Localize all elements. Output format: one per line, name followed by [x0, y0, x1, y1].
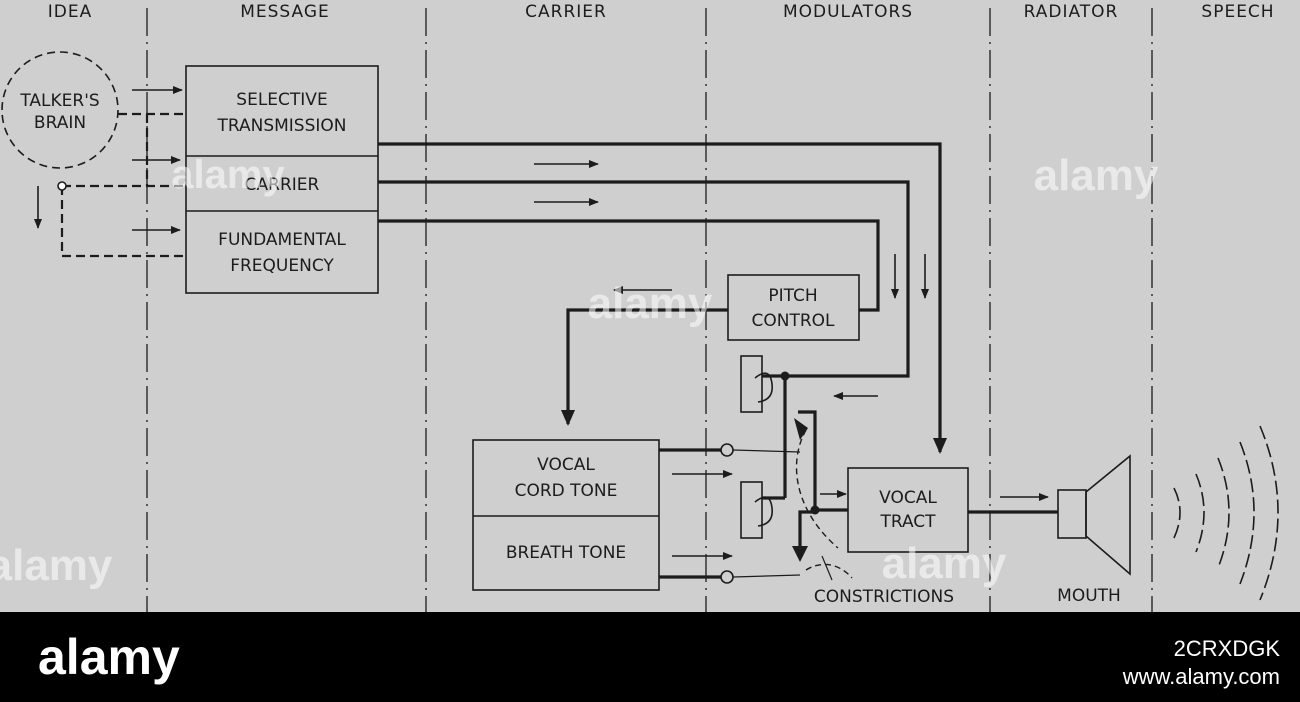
- flow-arrows: [534, 160, 1049, 560]
- tone-source-stack: [472, 439, 660, 591]
- breath-tone-label: BREATH TONE: [506, 543, 626, 563]
- header-speech: SPEECH: [1201, 2, 1274, 22]
- speech-wave-2: [1195, 473, 1205, 553]
- vocal-tract-line1: VOCAL: [879, 488, 937, 508]
- header-message: MESSAGE: [240, 2, 330, 22]
- tone-stack-frame: [472, 439, 660, 591]
- upper-relay-coil: [740, 355, 763, 413]
- watermark-site: www.alamy.com: [1122, 664, 1280, 689]
- watermark-bar: [0, 612, 1300, 702]
- watermark-overlay: alamy alamy alamy alamy alamy: [0, 151, 1159, 590]
- vocal-cord-switch-contact: [720, 443, 734, 457]
- line-fundamental-to-pitch: [378, 219, 880, 312]
- watermark-logo-center: alamy: [588, 279, 713, 328]
- relay-junction-upper: [780, 371, 790, 381]
- line-carrier-to-modulators: [378, 180, 910, 378]
- constriction-dashed-curve: [795, 429, 839, 549]
- vocal-tract-node: VOCAL TRACT: [847, 467, 1058, 553]
- watermark-logo-lower: alamy: [882, 539, 1007, 588]
- pitch-control-line2: CONTROL: [751, 311, 835, 331]
- message-stack-frame: [185, 65, 379, 294]
- header-modulators: MODULATORS: [783, 2, 913, 22]
- lower-contact-wire: [732, 574, 801, 578]
- header-idea: IDEA: [48, 2, 92, 22]
- selective-transmission-line2: TRANSMISSION: [216, 116, 346, 136]
- speech-wave-1: [1173, 487, 1181, 539]
- line-selective-to-vocal-tract: [378, 142, 947, 454]
- constriction-gate-arrowhead-upper: [794, 418, 808, 440]
- lower-relay-coil: [740, 481, 763, 539]
- switch-contacts-wires: [732, 449, 801, 578]
- brain-junction-dot: [57, 181, 67, 191]
- header-carrier: CARRIER: [525, 2, 607, 22]
- constrictions-label: CONSTRICTIONS: [814, 587, 954, 607]
- brain-circle: [1, 51, 119, 169]
- pitch-control-node: PITCH CONTROL: [727, 274, 860, 341]
- message-stack: [185, 65, 379, 294]
- carrier-box-label: CARRIER: [245, 175, 320, 195]
- watermark-brand: alamy: [38, 629, 180, 685]
- watermark-logo-left: alamy: [0, 541, 113, 590]
- signal-lines: [378, 142, 947, 454]
- line-pitch-to-vocal-cord: [561, 308, 728, 426]
- vocal-cord-tone-line1: VOCAL: [537, 455, 595, 475]
- constriction-dashed-curve-lower: [805, 563, 853, 579]
- upper-relay-spring: [754, 372, 774, 403]
- speech-wave-5: [1259, 425, 1279, 601]
- talkers-brain-node: TALKER'S BRAIN: [1, 51, 119, 169]
- watermark-logo-top: alamy: [171, 153, 285, 197]
- header-radiator: RADIATOR: [1024, 2, 1119, 22]
- upper-contact-wire: [732, 449, 801, 453]
- brain-label-line2: BRAIN: [34, 113, 86, 133]
- mouth-label: MOUTH: [1057, 586, 1121, 606]
- column-dividers: [146, 8, 1153, 612]
- vocal-tract-line2: TRACT: [879, 512, 936, 532]
- watermark-logo-right: alamy: [1034, 151, 1159, 200]
- constriction-pointer: [821, 555, 833, 581]
- pitch-control-box: [727, 274, 860, 341]
- constriction-gate-arrowhead-lower: [792, 546, 808, 562]
- diagram-background: [0, 0, 1300, 612]
- speech-wave-3: [1217, 457, 1230, 569]
- fundamental-frequency-line2: FREQUENCY: [230, 256, 334, 276]
- breath-switch-contact: [720, 570, 734, 584]
- brain-label-line1: TALKER'S: [19, 91, 99, 111]
- mouth-radiator: [1057, 454, 1131, 576]
- dashed-link-fundamental: [60, 186, 186, 258]
- selective-transmission-line1: SELECTIVE: [236, 90, 327, 110]
- speech-waves: [1173, 425, 1279, 601]
- watermark-image-id: 2CRXDGK: [1174, 636, 1281, 661]
- pitch-control-line1: PITCH: [768, 286, 817, 306]
- vocal-cord-tone-line2: CORD TONE: [515, 481, 618, 501]
- column-headers: IDEA MESSAGE CARRIER MODULATORS RADIATOR…: [48, 2, 1274, 22]
- fundamental-frequency-line1: FUNDAMENTAL: [218, 230, 346, 250]
- source-outputs: [659, 448, 722, 579]
- mouth-horn: [1085, 454, 1131, 576]
- brain-to-message-links: [34, 86, 186, 258]
- constriction-junction-dot: [810, 505, 820, 515]
- vocal-tract-box: [847, 467, 969, 553]
